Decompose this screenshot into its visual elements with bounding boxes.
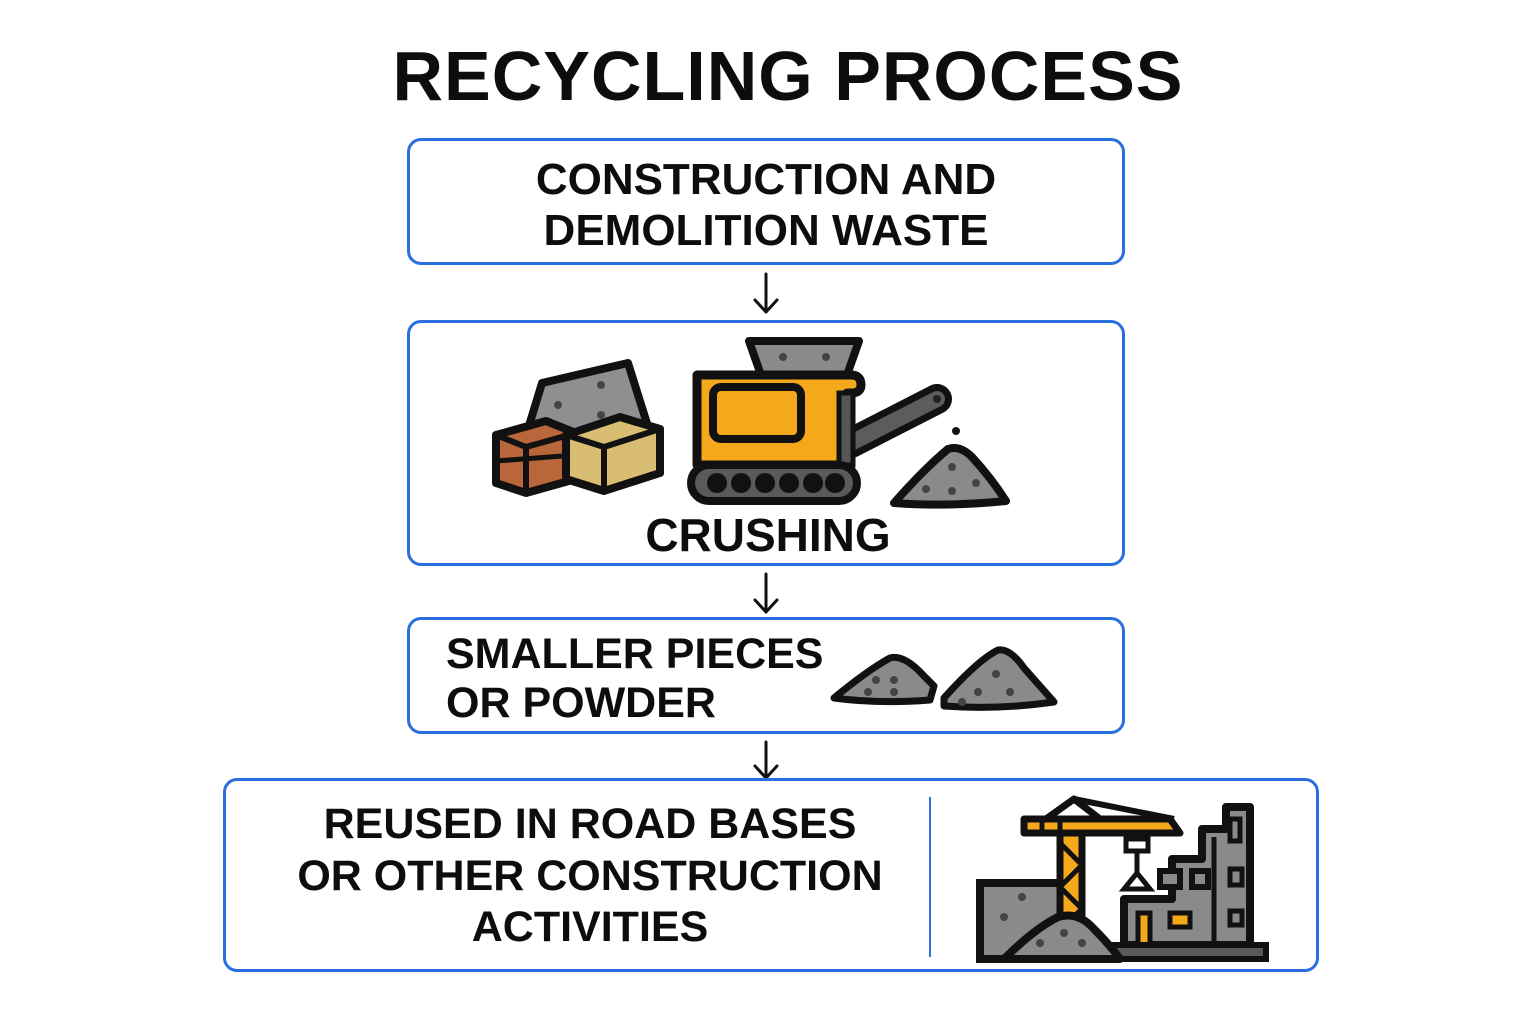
step-2-label: CRUSHING: [645, 509, 891, 561]
step-4-line-2: OR OTHER CONSTRUCTION: [297, 851, 883, 900]
divider: [929, 797, 931, 957]
crusher-machine-icon: [687, 337, 952, 505]
step-3-line-2: OR POWDER: [446, 679, 716, 728]
arrow-down-icon: [751, 572, 781, 616]
step-1-line-2: DEMOLITION WASTE: [543, 205, 989, 255]
gravel-pile-icon: [890, 427, 1010, 509]
step-4-label: REUSED IN ROAD BASES OR OTHER CONSTRUCTI…: [226, 799, 954, 954]
step-4-line-1: REUSED IN ROAD BASES: [323, 800, 857, 848]
diagram-title: RECYCLING PROCESS: [392, 37, 1184, 115]
rubble-blocks-icon: [492, 359, 664, 497]
step-1-line-1: CONSTRUCTION AND: [535, 155, 997, 204]
step-crushing: CRUSHING: [407, 320, 1125, 566]
step-1-label: CONSTRUCTION AND DEMOLITION WASTE: [410, 155, 1122, 256]
step-3-line-1: SMALLER PIECES: [446, 630, 824, 678]
step-construction-waste: CONSTRUCTION AND DEMOLITION WASTE: [407, 138, 1125, 265]
step-3-label: SMALLER PIECES OR POWDER: [446, 630, 824, 729]
construction-site-icon: [976, 795, 1269, 963]
step-smaller-pieces: SMALLER PIECES OR POWDER: [407, 617, 1125, 734]
powder-piles-icon: [830, 646, 1058, 711]
step-reuse: REUSED IN ROAD BASES OR OTHER CONSTRUCTI…: [223, 778, 1319, 972]
step-4-line-3: ACTIVITIES: [471, 903, 709, 952]
arrow-down-icon: [751, 272, 781, 316]
